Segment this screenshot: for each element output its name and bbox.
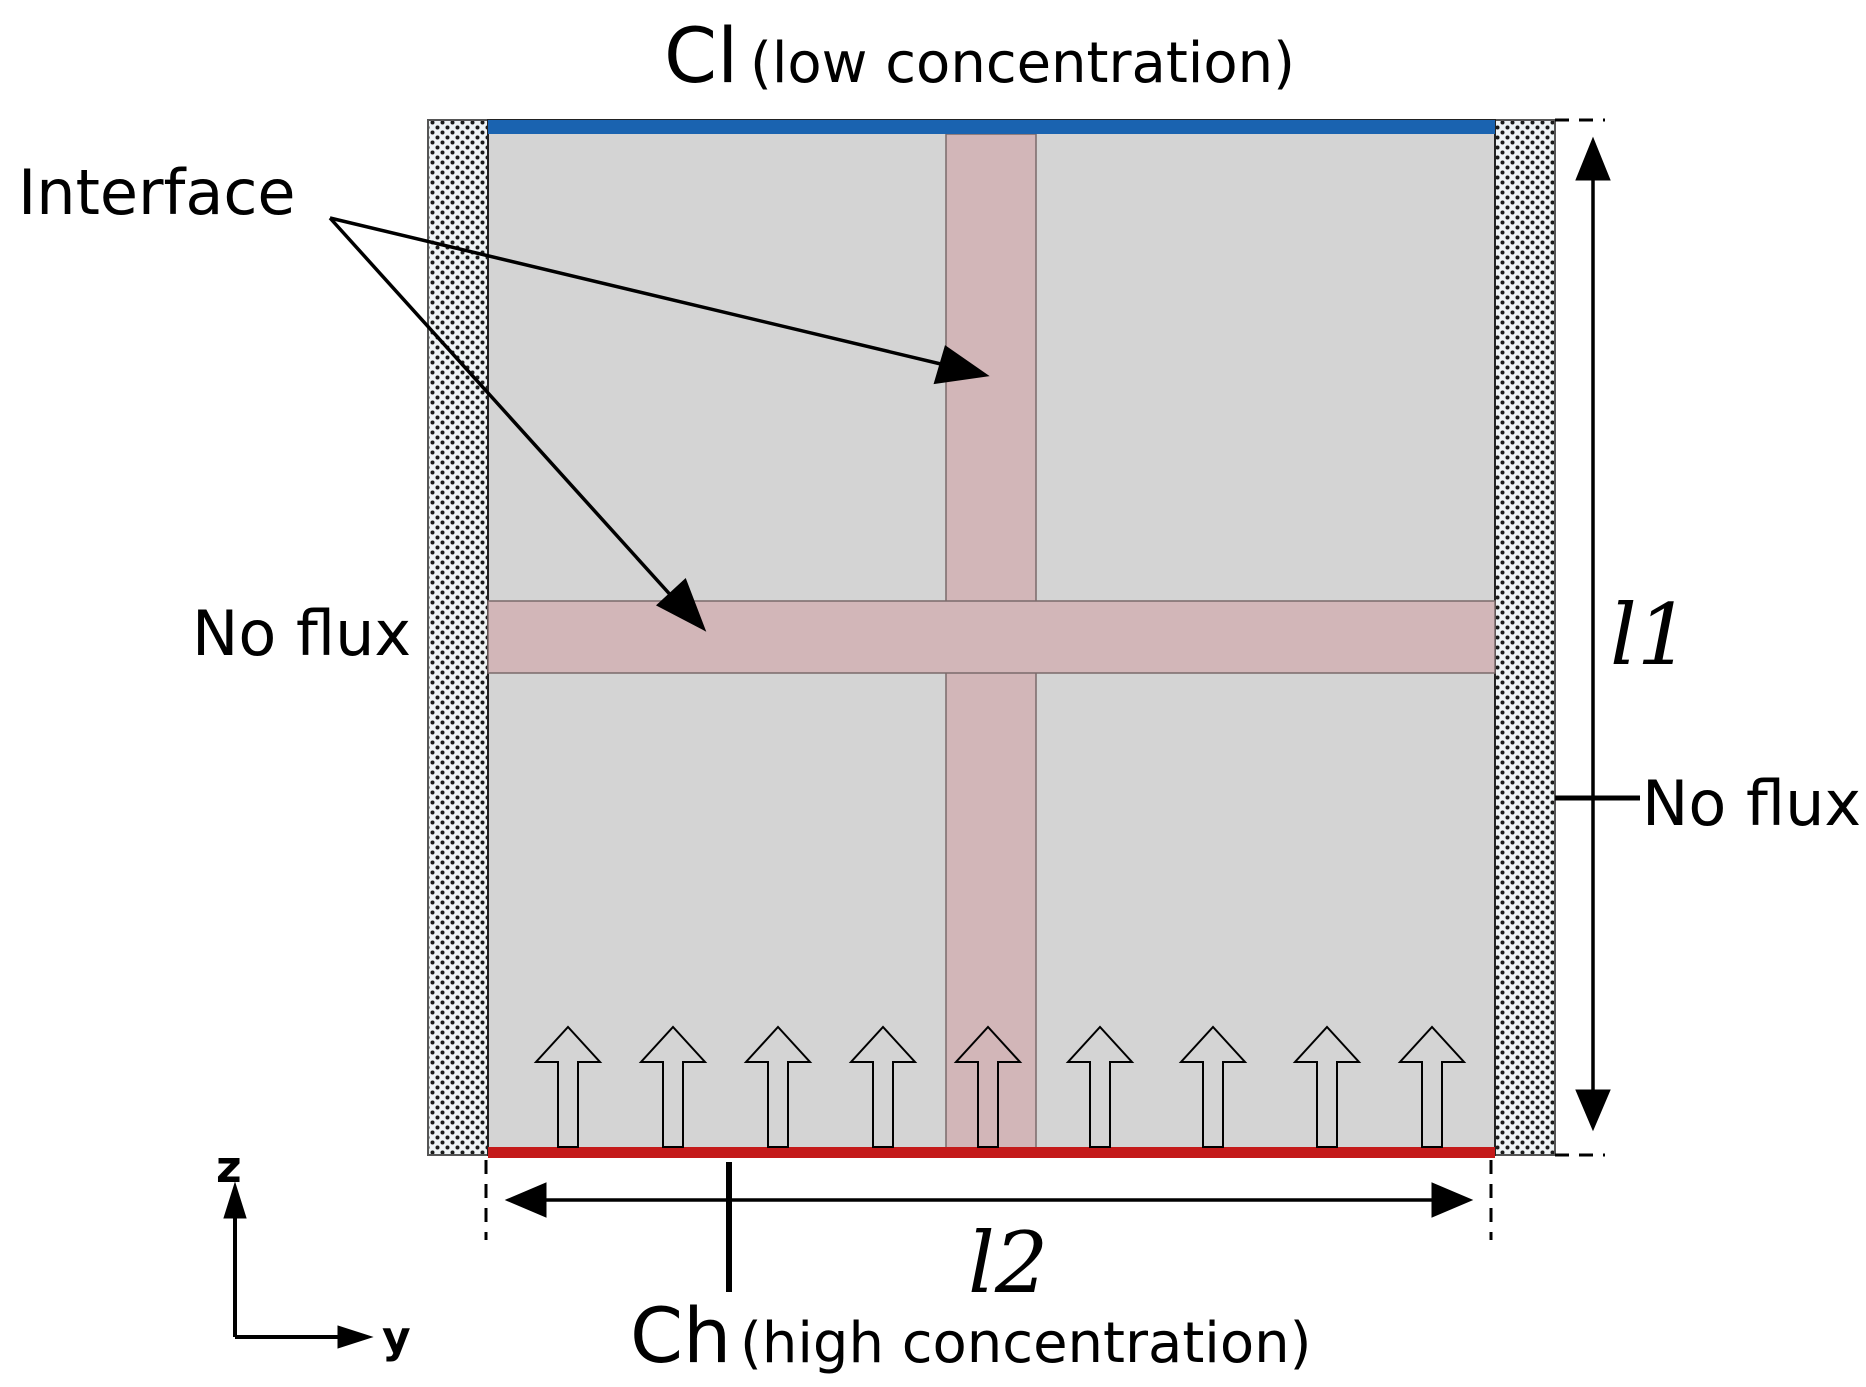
right-no-flux-wall: [1494, 119, 1556, 1156]
flux-arrow: [848, 1025, 918, 1148]
axis-indicator: [223, 1181, 374, 1349]
flux-arrow: [1178, 1025, 1248, 1148]
bottom-boundary-description: (high concentration): [740, 1311, 1311, 1376]
high-concentration-boundary: [488, 1147, 1495, 1158]
flux-arrow: [1292, 1025, 1362, 1148]
bottom-boundary-symbol: Ch: [630, 1291, 731, 1380]
top-boundary-symbol: Cl: [664, 11, 738, 100]
top-boundary-description: (low concentration): [750, 31, 1295, 96]
axis-y-label: y: [382, 1312, 411, 1363]
flux-arrow: [638, 1025, 708, 1148]
horizontal-dimension: [484, 1160, 1493, 1240]
interface-label: Interface: [18, 156, 296, 229]
flux-arrow: [1397, 1025, 1467, 1148]
interface-pointer-arrows: [328, 216, 990, 632]
vertical-dimension-label: l1: [1610, 586, 1690, 684]
low-concentration-boundary: [488, 120, 1495, 134]
flux-arrows: [533, 1025, 1467, 1148]
flux-arrow: [953, 1025, 1023, 1148]
horizontal-dimension-label: l2: [968, 1214, 1048, 1312]
no-flux-left-label: No flux: [192, 597, 411, 670]
axis-z-label: z: [216, 1142, 242, 1193]
flux-arrow: [1065, 1025, 1135, 1148]
horizontal-interface-band: [487, 600, 1496, 674]
left-no-flux-wall: [427, 119, 489, 1156]
no-flux-right-label: No flux: [1642, 767, 1861, 840]
flux-arrow: [743, 1025, 813, 1148]
vertical-dimension: [1555, 118, 1611, 1157]
flux-arrow: [533, 1025, 603, 1148]
